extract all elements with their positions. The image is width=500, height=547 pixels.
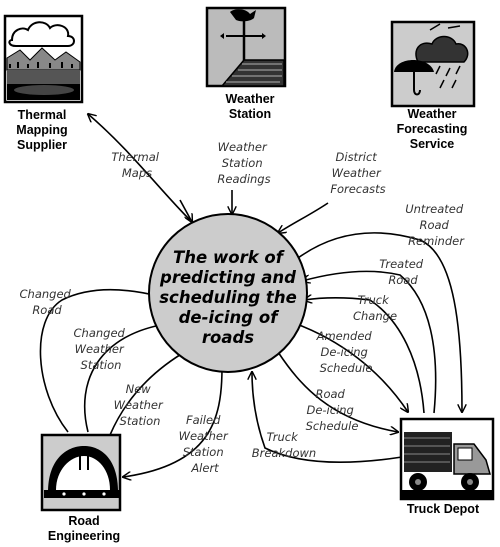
process-line-1: The work of (173, 248, 285, 267)
entity-thermal-line-3: Supplier (17, 138, 67, 152)
entity-forecasting-line-2: Forecasting (397, 122, 468, 136)
flow-arrow-amended-schedule (293, 322, 408, 412)
flow-arrow-thermal-maps (88, 114, 191, 221)
process-line-4: de-icing of (179, 308, 280, 327)
entity-road-engineering-line-2: Engineering (48, 529, 120, 543)
flow-arrow-district-forecasts (278, 202, 329, 233)
process-line-5: roads (202, 328, 254, 347)
dump-truck-icon (399, 417, 495, 501)
entity-weather-forecasting-service: Weather Forecasting Service (390, 20, 476, 151)
entity-thermal-line-1: Thermal (18, 108, 67, 122)
label-new-station: New Weather Station (114, 382, 167, 428)
label-road-schedule: Road De-icing Schedule (306, 387, 359, 433)
entity-forecasting-line-1: Weather (407, 107, 456, 121)
flow-arrow-untreated-reminder (297, 232, 462, 412)
label-thermal-maps: Thermal Maps (111, 150, 162, 180)
label-truck-breakdown: Truck Breakdown (252, 430, 316, 460)
entity-truck-depot: Truck Depot (399, 417, 495, 516)
flow-arrow-treated-road (302, 270, 437, 414)
label-changed-station: Changed Weather Station (74, 326, 129, 372)
entity-forecasting-line-3: Service (410, 137, 455, 151)
flow-arrow-truck-breakdown (252, 372, 403, 463)
entity-thermal-line-2: Mapping (16, 123, 67, 137)
flow-arrow-changed-station (83, 324, 166, 433)
flow-arrow-new-station (109, 350, 188, 436)
entity-truck-depot-label: Truck Depot (407, 502, 480, 516)
storm-cloud-umbrella-icon (390, 20, 476, 108)
hard-hat-icon (40, 433, 122, 512)
entity-road-engineering: Road Engineering (40, 433, 122, 543)
label-truck-change: Truck Change (353, 293, 397, 323)
flow-arrow-truck-change (304, 298, 425, 414)
label-station-readings: Weather Station Readings (217, 140, 270, 186)
entity-weather-station-line-1: Weather (225, 92, 274, 106)
flow-arrow-road-schedule (277, 351, 398, 432)
label-failed-alert: Failed Weather Station Alert (179, 413, 232, 475)
process-circle (148, 213, 308, 373)
label-district-forecasts: District Weather Forecasts (330, 150, 385, 196)
label-changed-road: Changed Road (20, 287, 75, 317)
thermal-map-icon (3, 14, 84, 104)
label-treated-road: Treated Road (379, 257, 427, 287)
entity-weather-station-line-2: Station (229, 107, 271, 121)
process-line-2: predicting and (159, 268, 296, 287)
process-bubble: The work of predicting and scheduling th… (148, 213, 308, 373)
flow-arrow-thermal-maps-in (179, 199, 192, 222)
process-line-3: scheduling the (159, 288, 297, 307)
weather-vane-icon (205, 6, 287, 88)
entity-weather-station: Weather Station (205, 6, 287, 121)
label-amended-schedule: Amended De-icing Schedule (316, 329, 376, 375)
flow-arrow-failed-alert (123, 367, 223, 477)
flow-arrow-changed-road (39, 288, 158, 433)
entity-road-engineering-line-1: Road (68, 514, 99, 528)
flow-labels: Thermal Maps Weather Station Readings Di… (20, 140, 467, 475)
flow-arrows (39, 114, 462, 477)
label-untreated-reminder: Untreated Road Reminder (405, 202, 467, 248)
entity-thermal-mapping-supplier: Thermal Mapping Supplier (3, 14, 84, 152)
